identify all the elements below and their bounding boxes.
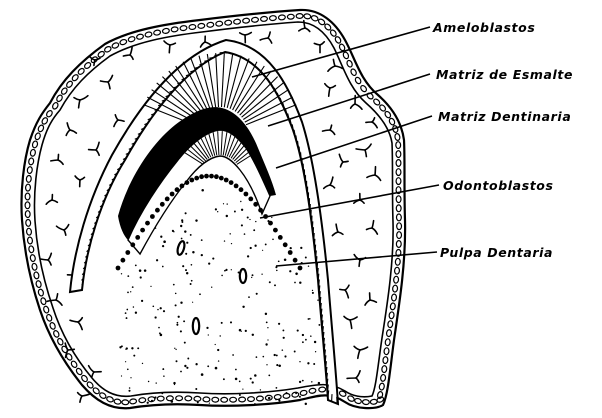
label-odontoblastos: Odontoblastos [443, 178, 554, 193]
label-pulpa-dentaria: Pulpa Dentaria [440, 245, 553, 260]
label-matriz-dentinaria: Matriz Dentinaria [438, 109, 571, 124]
label-matriz-esmalte: Matriz de Esmalte [436, 67, 573, 82]
outer-epithelium [21, 10, 405, 408]
label-ameloblastos: Ameloblastos [432, 20, 535, 35]
